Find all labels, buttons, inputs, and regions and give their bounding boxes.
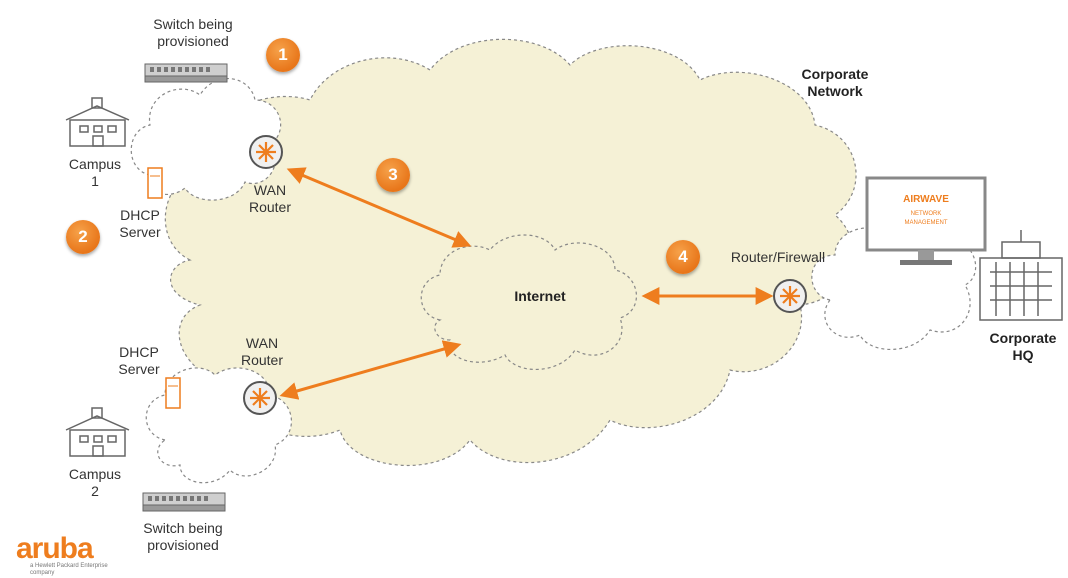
label-dhcp-top: DHCP Server: [119, 207, 161, 240]
label-wan-top: WAN Router: [248, 182, 292, 215]
building-icon-hq: [979, 230, 1063, 321]
label-internet: Internet: [514, 288, 566, 304]
label-campus1: Campus 1: [68, 156, 122, 189]
switch-icon-bottom: [142, 492, 226, 512]
switch-icon-top: [144, 63, 228, 83]
airwave-monitor-icon: [865, 176, 987, 265]
router-icon-wan-top: [249, 135, 283, 169]
label-corporate-network: Corporate Network: [801, 66, 869, 99]
aruba-logo: aruba: [16, 532, 94, 565]
server-icon-dhcp-bottom: [165, 377, 181, 409]
router-icon-wan-bottom: [243, 381, 277, 415]
airwave-subtitle: NETWORK MANAGEMENT: [904, 211, 948, 226]
label-wan-bottom: WAN Router: [240, 335, 284, 368]
hq-cloud: [811, 221, 977, 350]
label-switch-bottom: Switch being provisioned: [143, 520, 223, 553]
label-router-firewall: Router/Firewall: [730, 249, 826, 265]
step-badge-4: 4: [666, 240, 700, 274]
router-icon-firewall: [773, 279, 807, 313]
step-badge-2: 2: [66, 220, 100, 254]
server-icon-dhcp-top: [147, 167, 163, 199]
step-badge-1: 1: [266, 38, 300, 72]
label-corporate-hq: Corporate HQ: [989, 330, 1057, 363]
label-switch-top: Switch being provisioned: [153, 16, 233, 49]
label-dhcp-bottom: DHCP Server: [118, 344, 160, 377]
internet-cloud: [420, 234, 637, 370]
aruba-tagline: a Hewlett Packard Enterprise company: [30, 563, 108, 576]
arrow-wan1-internet: [286, 167, 472, 248]
building-icon-campus1: [65, 97, 130, 147]
building-icon-campus2: [65, 407, 130, 457]
label-campus2: Campus 2: [68, 466, 122, 499]
arrow-wan2-internet: [279, 340, 462, 400]
step-badge-3: 3: [376, 158, 410, 192]
airwave-title: AIRWAVE: [903, 194, 949, 205]
campus1-cloud: [130, 78, 282, 201]
